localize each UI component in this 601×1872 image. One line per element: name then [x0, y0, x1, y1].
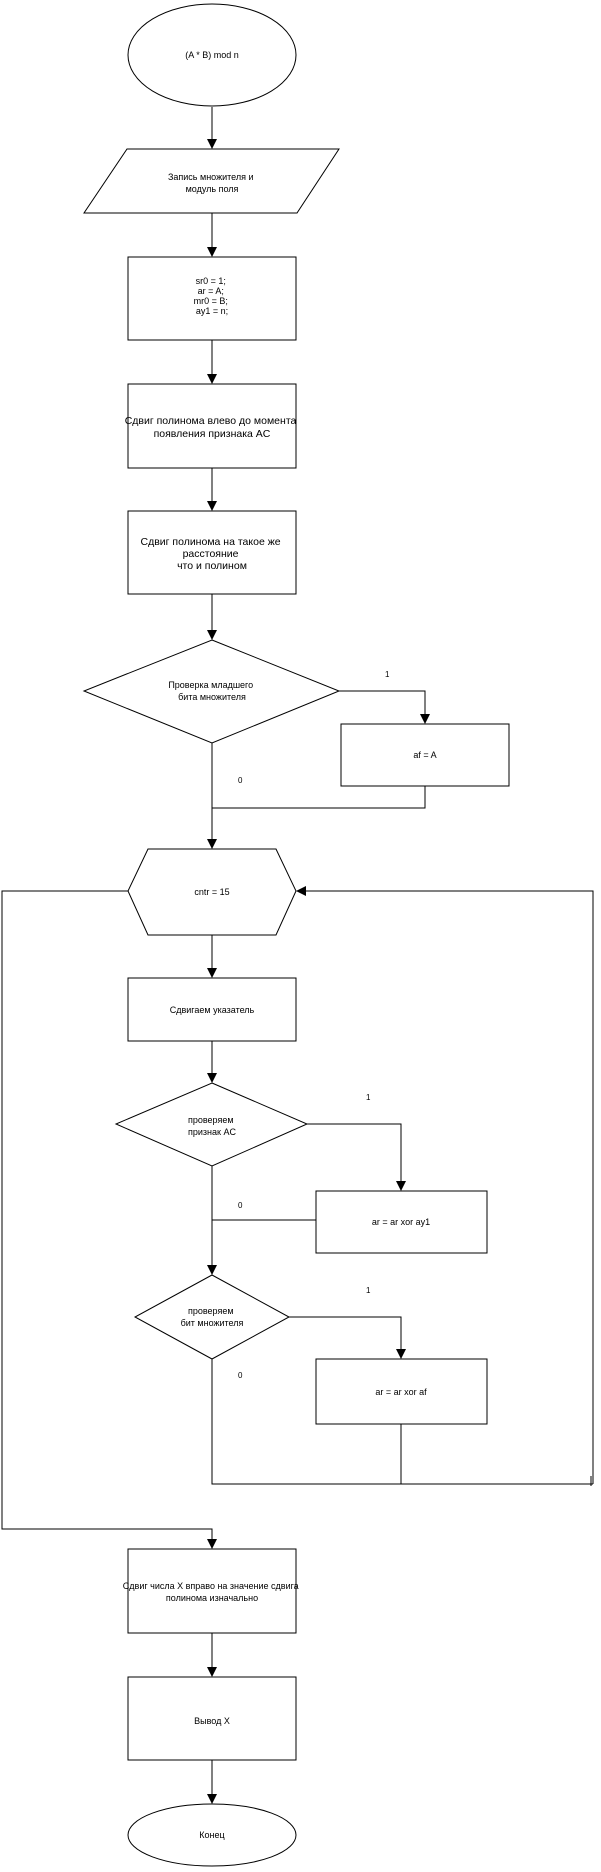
- init-label-line: ar = A;: [198, 286, 224, 296]
- loop-label: cntr = 15: [194, 887, 229, 897]
- branch-label-ac-true: 1: [366, 1093, 371, 1102]
- edge-low-bit-true: [339, 690, 430, 724]
- check-ac-label-line: проверяем: [188, 1115, 234, 1125]
- shift-left-process: [127, 383, 297, 469]
- xor-ay1-label-line: ar = ar xor ay1: [372, 1217, 430, 1227]
- init-label-line: mr0 = B;: [194, 296, 228, 306]
- edge-bit-true: [289, 1316, 406, 1359]
- edge-ac-true: [307, 1123, 406, 1191]
- shift-ptr-label: Сдвигаем указатель: [170, 1005, 255, 1015]
- branch-label-bit-false: 0: [238, 1371, 243, 1380]
- check-low-bit-label-line: Проверка младшего: [168, 680, 253, 690]
- edge-xor-af-down: [400, 1424, 593, 1485]
- assign-af-label: af = A: [413, 750, 436, 760]
- start-label-line: (A * B) mod n: [185, 50, 239, 60]
- shift-same-label-line: что и полином: [177, 560, 247, 572]
- shift-same-label-line: расстояние: [183, 548, 239, 560]
- init-label-line: ay1 = n;: [196, 306, 228, 316]
- shift-left-label-line: Сдвиг полинома влево до момента: [125, 415, 297, 427]
- shift-right-label-line: полинома изначально: [166, 1593, 258, 1603]
- shift-right-label-line: Сдвиг числа X вправо на значение сдвига: [123, 1581, 299, 1591]
- loop-hexagon: [127, 848, 297, 936]
- input-label-line: Запись множителя и: [168, 172, 254, 182]
- check-low-bit-decision: [82, 639, 341, 744]
- check-low-bit-label: Проверка младшего бита множителя: [168, 680, 255, 702]
- check-ac-decision: [114, 1082, 309, 1167]
- shift-right-process: [127, 1548, 297, 1634]
- shift-left-label-line: появления признака AC: [154, 428, 271, 440]
- xor-ay1-process: [315, 1190, 488, 1254]
- check-low-bit-label-line: бита множителя: [178, 692, 246, 702]
- shift-left-label: Сдвиг полинома влево до момента появлени…: [125, 415, 300, 440]
- edge-af-merge: [212, 786, 426, 809]
- xor-ay1-label: ar = ar xor ay1: [372, 1217, 430, 1227]
- branch-label-ac-false: 0: [238, 1201, 243, 1210]
- edge-loop-back: [296, 886, 594, 1484]
- shift-same-process: [127, 510, 297, 595]
- end-label: Конец: [199, 1830, 224, 1840]
- start-label: (A * B) mod n: [185, 50, 239, 60]
- edge-loop-exit: [1, 890, 217, 1549]
- shift-ptr-label-line: Сдвигаем указатель: [170, 1005, 255, 1015]
- input-label: Запись множителя и модуль поля: [168, 172, 256, 194]
- init-label: sr0 = 1; ar = A; mr0 = B; ay1 = n;: [194, 276, 231, 316]
- shift-same-label: Сдвиг полинома на такое же расстояние чт…: [141, 536, 284, 572]
- assign-af-label-line: af = A: [413, 750, 436, 760]
- edge-bit-false: [211, 1359, 401, 1485]
- xor-af-process: [315, 1358, 488, 1425]
- shift-right-label: Сдвиг числа X вправо на значение сдвига …: [123, 1581, 301, 1603]
- check-bit-decision: [133, 1274, 291, 1360]
- output-label-line: Вывод X: [194, 1716, 230, 1726]
- check-bit-label: проверяем бит множителя: [181, 1306, 244, 1328]
- shift-same-label-line: Сдвиг полинома на такое же: [141, 536, 281, 548]
- loop-label-line: cntr = 15: [194, 887, 229, 897]
- xor-af-label: ar = ar xor af: [375, 1387, 427, 1397]
- shift-ptr-process: [127, 977, 297, 1042]
- start-terminal: [127, 3, 297, 107]
- branch-label-bit-true: 1: [366, 1286, 371, 1295]
- input-parallelogram: [83, 148, 340, 214]
- output-label: Вывод X: [194, 1716, 230, 1726]
- branch-label-low-bit-true: 1: [385, 670, 390, 679]
- output-process: [127, 1676, 297, 1761]
- check-bit-label-line: проверяем: [188, 1306, 234, 1316]
- check-bit-label-line: бит множителя: [181, 1318, 244, 1328]
- check-ac-label: проверяем признак AC: [188, 1115, 237, 1137]
- init-label-line: sr0 = 1;: [196, 276, 226, 286]
- check-ac-label-line: признак AC: [188, 1127, 236, 1137]
- input-label-line: модуль поля: [186, 184, 239, 194]
- branch-label-low-bit-false: 0: [238, 776, 243, 785]
- connectors: [1, 107, 594, 1804]
- end-terminal: [127, 1803, 297, 1867]
- init-process: [127, 256, 297, 341]
- xor-af-label-line: ar = ar xor af: [375, 1387, 427, 1397]
- end-label-line: Конец: [199, 1830, 224, 1840]
- assign-af-process: [340, 723, 510, 787]
